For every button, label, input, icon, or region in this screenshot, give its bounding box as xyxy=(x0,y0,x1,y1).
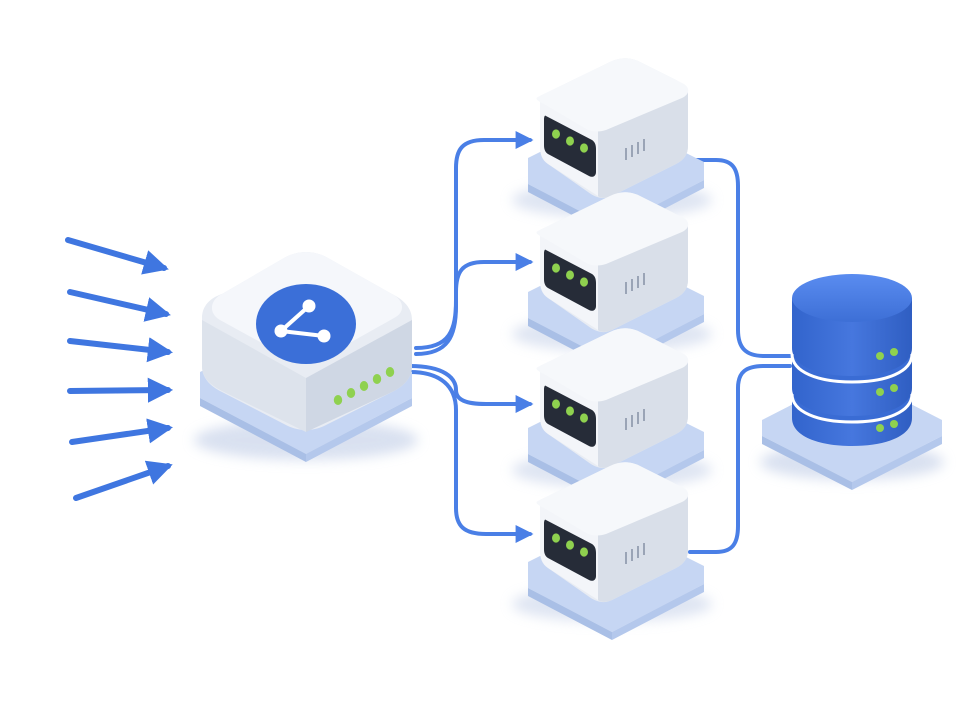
connector-db-bottom xyxy=(688,364,792,554)
database-icon xyxy=(790,274,914,446)
database xyxy=(760,274,944,490)
server-unit xyxy=(512,328,712,506)
connector-server-2 xyxy=(414,253,534,356)
share-network-icon xyxy=(256,284,356,364)
arrow-right-icon xyxy=(67,377,174,403)
lb-to-server-connectors xyxy=(408,131,534,543)
arrow-right-icon xyxy=(73,460,173,501)
load-balancer xyxy=(194,252,418,462)
connector-server-4 xyxy=(408,370,534,543)
arrow-right-icon xyxy=(67,337,174,363)
arrow-right-icon xyxy=(69,418,173,445)
arrow-right-icon xyxy=(65,237,169,275)
server-unit xyxy=(512,462,712,640)
server-pool xyxy=(512,58,712,640)
incoming-requests xyxy=(65,237,174,501)
connector-db-top xyxy=(688,158,792,358)
server-to-database-connectors xyxy=(688,158,792,554)
arrow-right-icon xyxy=(67,289,171,322)
disk-status-leds xyxy=(876,348,898,432)
connector-server-3 xyxy=(408,364,534,413)
connector-server-1 xyxy=(414,131,534,350)
status-leds xyxy=(333,367,395,405)
